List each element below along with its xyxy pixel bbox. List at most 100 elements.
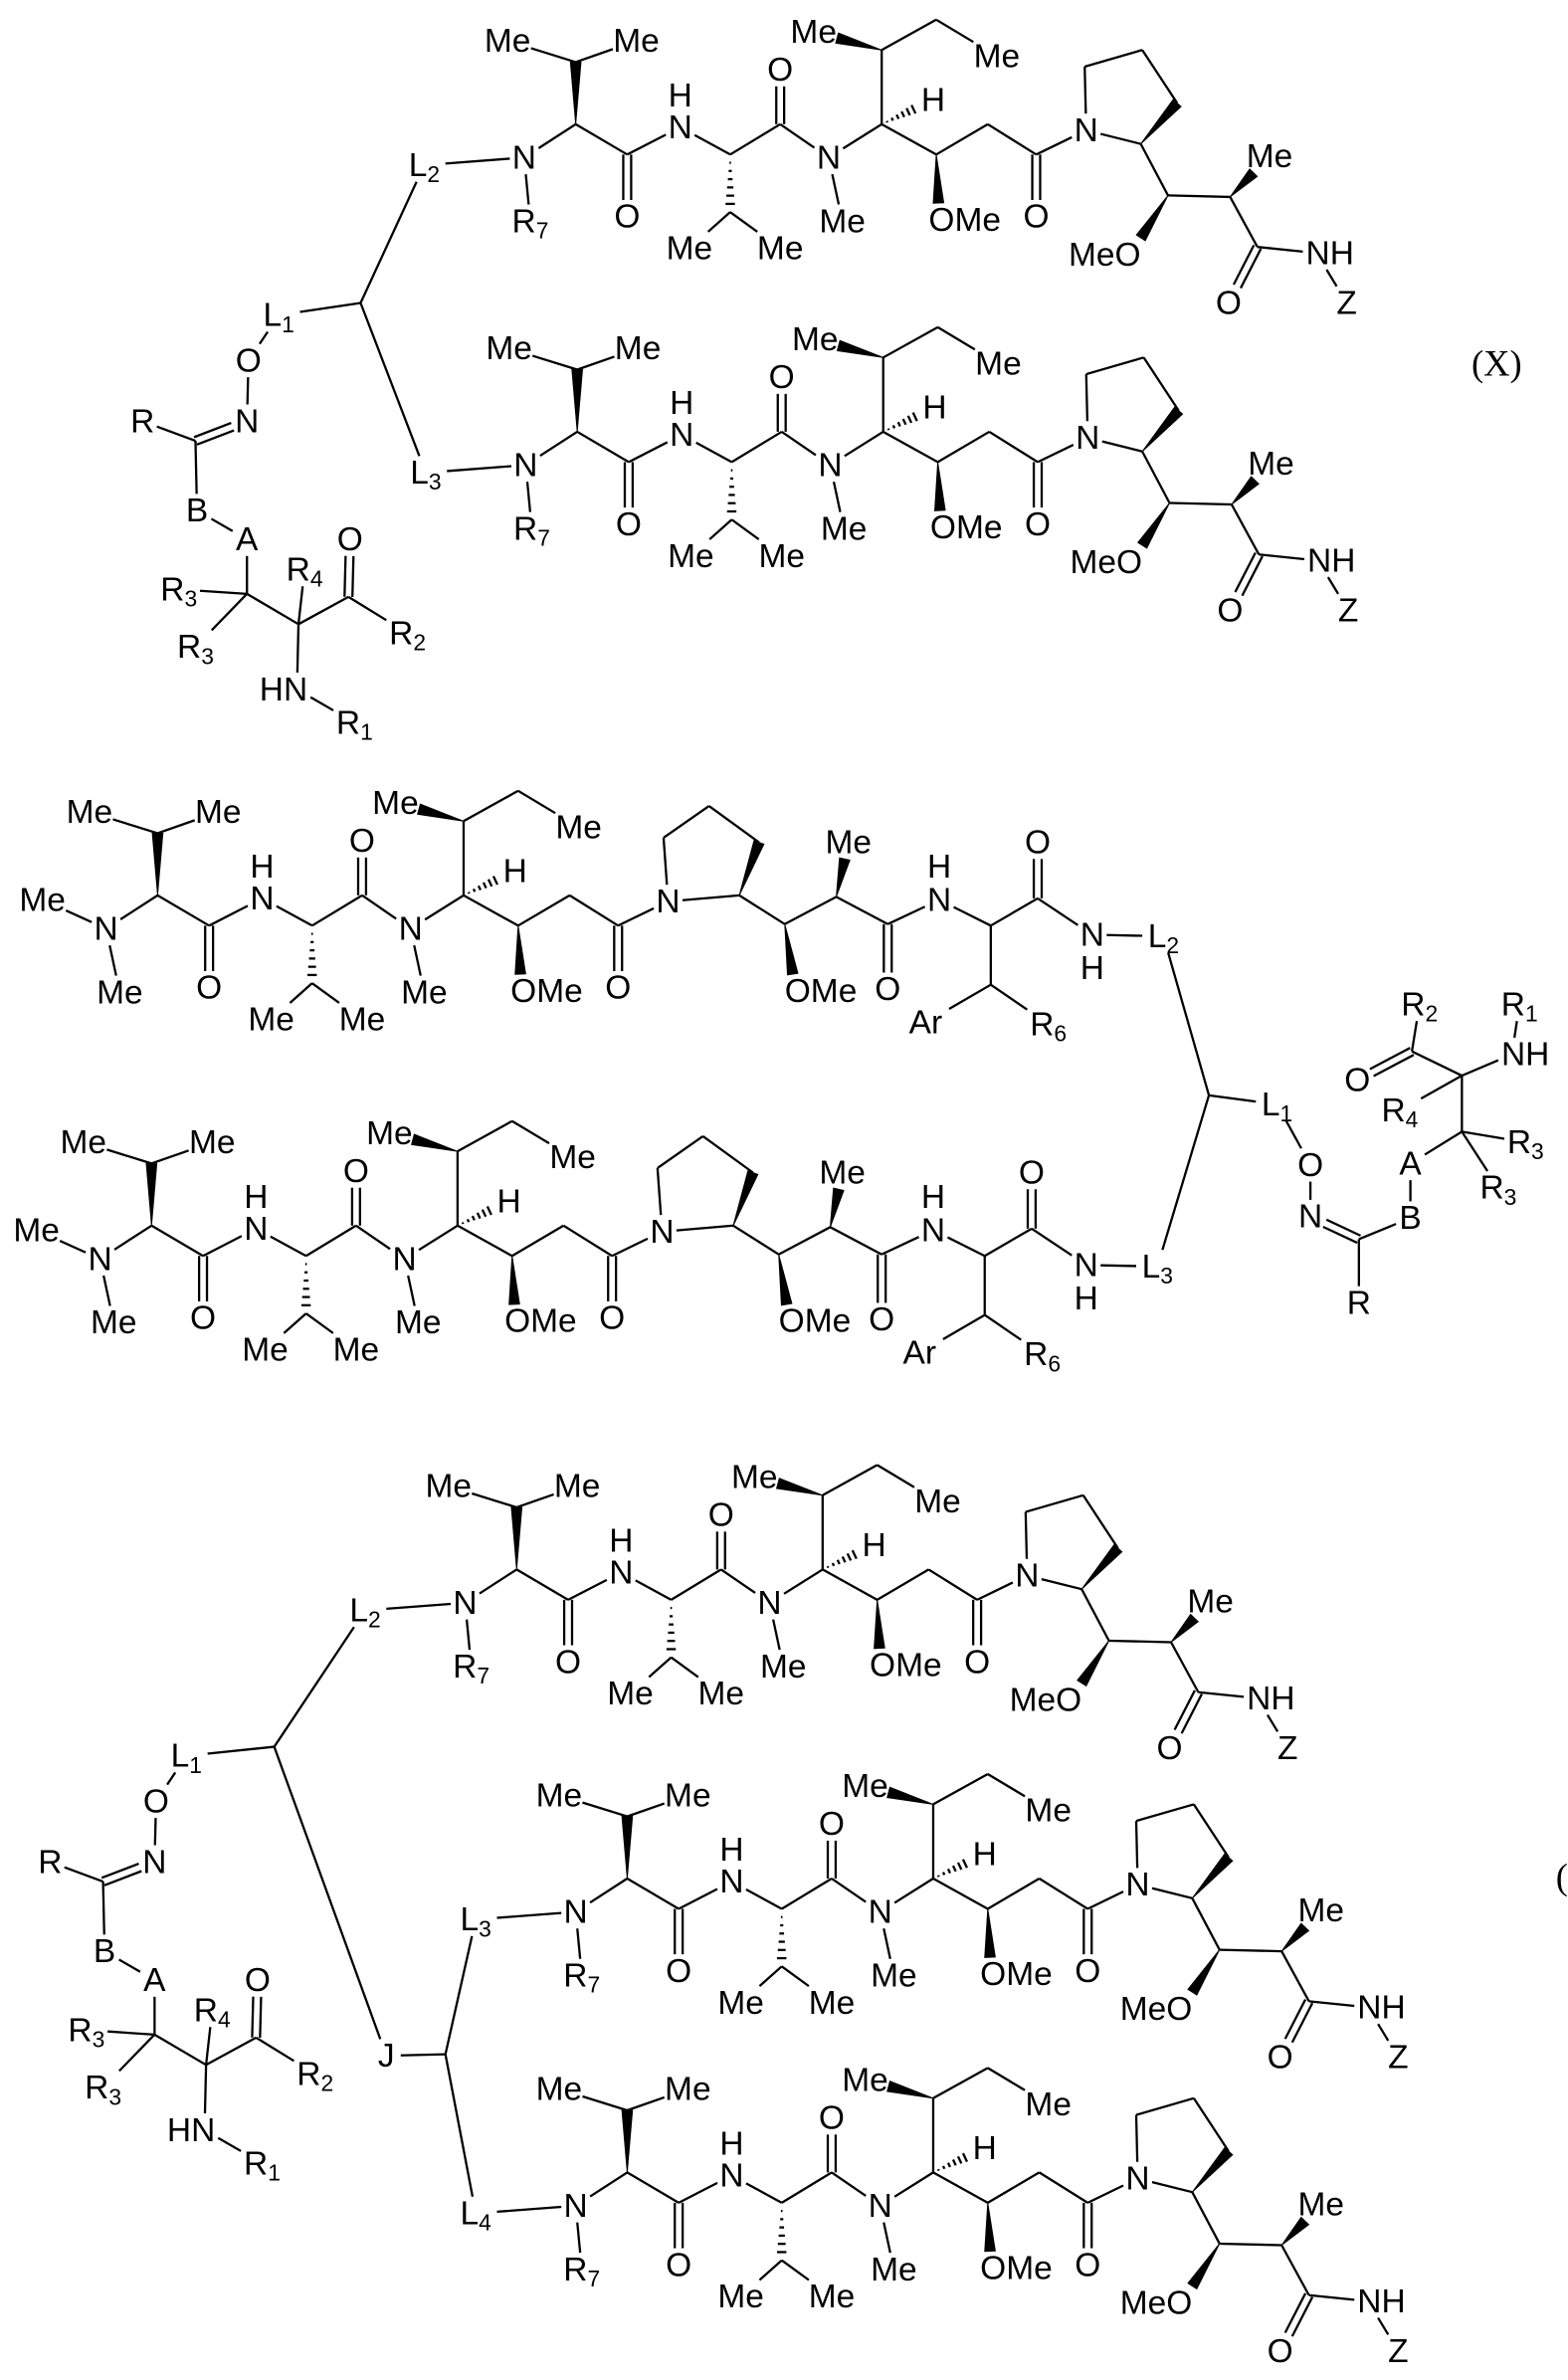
hash-mark — [483, 1210, 486, 1217]
atom-label: Me — [91, 1304, 137, 1341]
single-bond — [518, 895, 570, 925]
single-bond — [938, 432, 990, 462]
atom-label: H — [609, 1522, 633, 1559]
single-bond — [419, 1226, 458, 1250]
single-bond — [576, 49, 613, 62]
atom-label: Me — [1248, 445, 1294, 482]
atom-label: L1 — [171, 1737, 202, 1778]
single-bond — [1100, 134, 1140, 144]
single-bond — [721, 1569, 755, 1593]
hash-mark — [479, 886, 481, 890]
wedge-bond — [739, 841, 764, 895]
atom-label: HN — [260, 671, 307, 707]
atom-label: Me — [1298, 2186, 1345, 2223]
atom-label: O — [819, 2099, 845, 2136]
atom-label: Me — [842, 1768, 888, 1805]
single-bond — [782, 1966, 809, 1986]
wedge-bond — [622, 1817, 633, 1879]
single-bond — [746, 1889, 782, 1909]
single-bond — [1378, 2318, 1388, 2335]
atom-label: Me — [790, 13, 837, 50]
single-bond — [759, 2261, 781, 2281]
linker-bond — [446, 2055, 473, 2197]
atom-label: O — [1217, 592, 1243, 629]
hashed-bond — [777, 2211, 786, 2252]
hash-mark — [911, 105, 915, 114]
wedge-bond — [1142, 407, 1183, 452]
single-bond — [577, 1928, 580, 1958]
single-bond — [582, 2096, 627, 2110]
atom-label: Me — [1025, 1792, 1072, 1829]
atom-label: NH — [1501, 1036, 1549, 1073]
single-bond — [1462, 1131, 1487, 1171]
atom-label: R7 — [453, 1648, 490, 1688]
double-bond — [1285, 2293, 1305, 2333]
atom-label: HN — [167, 2111, 215, 2148]
wedge-bond — [777, 1479, 823, 1495]
single-bond — [703, 1136, 753, 1173]
single-bond — [464, 791, 518, 821]
single-bond — [525, 174, 528, 204]
atom-label: N — [656, 883, 680, 919]
single-bond — [746, 2183, 782, 2203]
atom-label: H — [973, 1836, 997, 1873]
atom-label: NH — [1357, 2282, 1405, 2319]
single-bond — [218, 2138, 241, 2151]
atom-label: N — [1125, 1867, 1149, 1903]
hash-mark — [906, 108, 909, 115]
atom-label: L1 — [264, 297, 294, 337]
single-bond — [247, 594, 298, 624]
single-bond — [696, 443, 732, 463]
single-bond — [464, 895, 518, 925]
single-bond — [1152, 2182, 1192, 2192]
single-bond — [1026, 1495, 1083, 1512]
single-bond — [988, 1774, 1025, 1796]
formula-label-cut-off: ( — [1556, 1857, 1568, 1897]
hash-mark — [901, 111, 904, 117]
single-bond — [1194, 1804, 1229, 1857]
single-bond — [1142, 50, 1177, 102]
single-bond — [512, 1121, 549, 1143]
single-bond — [679, 1889, 717, 1909]
single-bond — [679, 2183, 717, 2203]
atom-label: Me — [809, 1984, 856, 2021]
single-bond — [627, 2097, 664, 2110]
atom-label: O — [869, 1301, 894, 1338]
single-bond — [683, 895, 739, 900]
single-bond — [823, 1569, 878, 1599]
atom-label: O — [349, 823, 375, 860]
atom-label: O — [616, 505, 642, 542]
atom-label: R2 — [389, 615, 426, 656]
single-bond — [1081, 1589, 1108, 1641]
atom-label: A — [1399, 1145, 1422, 1182]
atom-label: MeO — [1010, 1682, 1082, 1718]
single-bond — [664, 838, 667, 885]
atom-label: B — [1399, 1200, 1421, 1237]
single-bond — [65, 1868, 103, 1882]
single-bond — [988, 2172, 1040, 2202]
single-bond — [103, 1276, 110, 1305]
single-bond — [989, 432, 1038, 462]
single-bond — [949, 985, 991, 1009]
hashed-bond — [938, 1860, 967, 1877]
single-bond — [833, 174, 840, 204]
linker-bond — [208, 1747, 275, 1754]
atom-label: Me — [665, 1777, 711, 1814]
single-bond — [832, 2172, 866, 2196]
atom-label: R1 — [244, 2145, 281, 2186]
single-bond — [447, 467, 511, 472]
atom-label: NH — [1357, 1989, 1405, 2026]
single-bond — [1268, 1715, 1277, 1732]
single-bond — [1309, 2001, 1355, 2006]
atom-label: Me — [615, 330, 662, 367]
atom-label: Me — [195, 794, 242, 831]
atom-label: Me — [97, 974, 143, 1011]
hashed-bond — [667, 1608, 676, 1649]
wedge-bond — [412, 1134, 458, 1151]
single-bond — [1281, 2245, 1308, 2294]
atom-label: Me — [242, 1331, 289, 1368]
single-bond — [458, 1121, 512, 1151]
atom-label: Me — [809, 2279, 856, 2315]
single-bond — [1142, 452, 1169, 503]
hashed-bond — [469, 877, 497, 893]
